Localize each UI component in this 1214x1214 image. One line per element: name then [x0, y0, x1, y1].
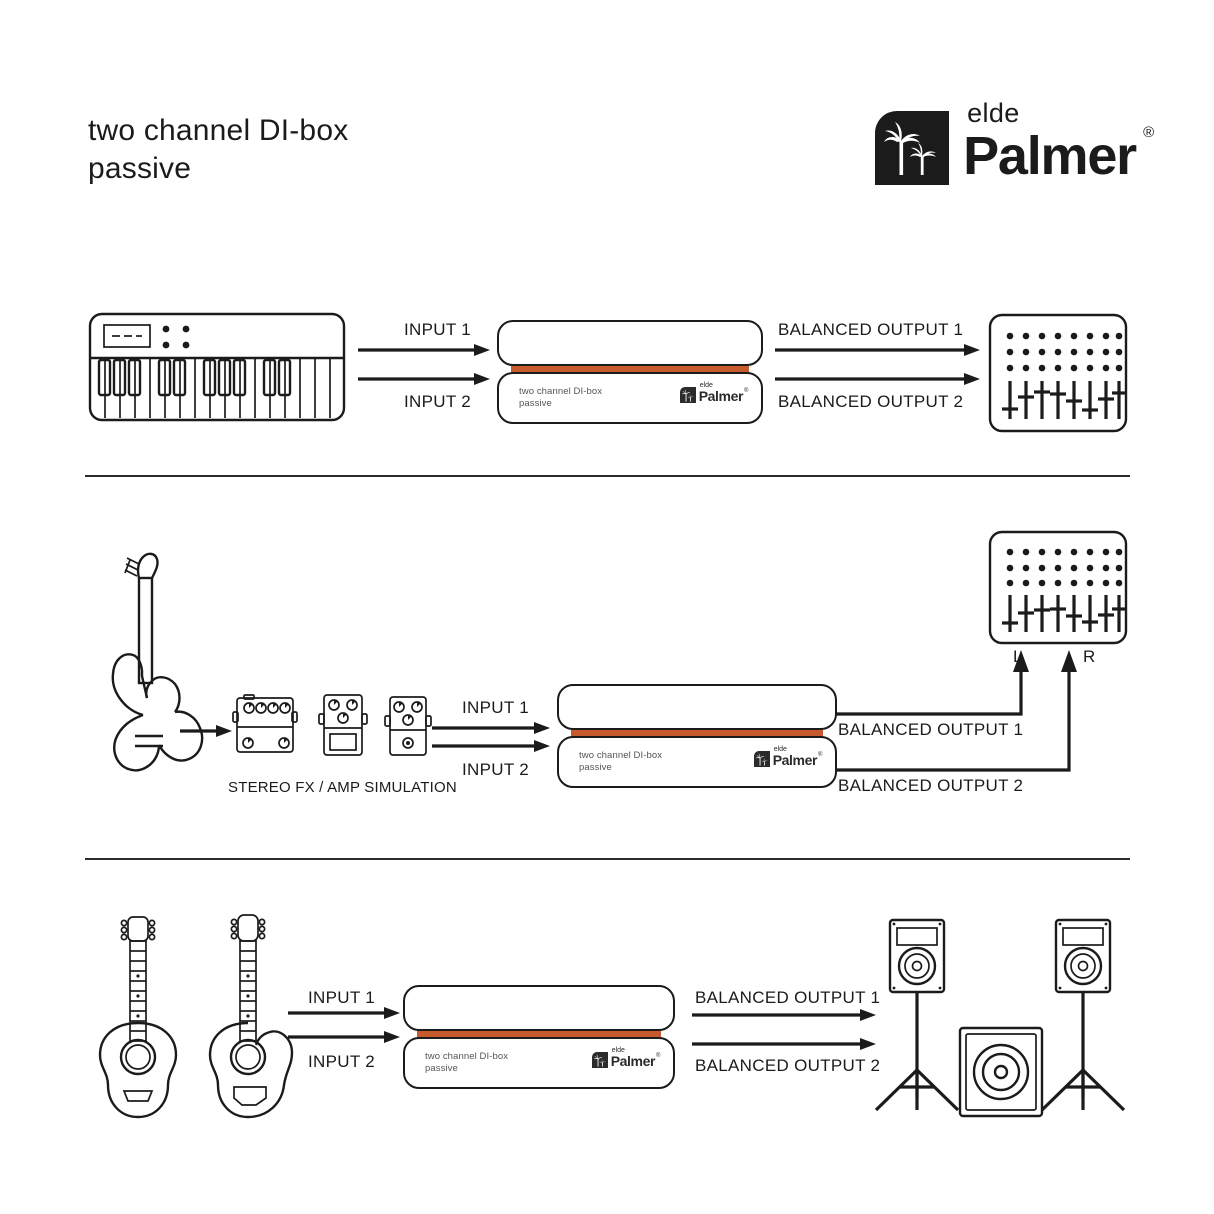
brand-sub-label: elde	[967, 98, 1020, 128]
balanced-output-1-label-row2: BALANCED OUTPUT 1	[838, 720, 1024, 739]
di-box-brand-sub: elde	[611, 1047, 625, 1054]
palm-tree-icon	[753, 751, 770, 767]
di-box-brand-name: Palmer®	[610, 1053, 661, 1069]
acoustic-guitar-icon-2	[196, 905, 304, 1120]
di-box-device-row3: two channel DI-box passive	[403, 985, 675, 1091]
di-box-top-shell	[403, 985, 675, 1031]
section-divider-2	[85, 858, 1130, 860]
registered-mark-icon: ®	[743, 388, 748, 394]
registered-mark-icon: ®	[817, 752, 822, 758]
pa-speaker-left-icon	[862, 918, 972, 1113]
di-box-brand-logo: elde Palmer®	[753, 746, 823, 768]
arrow-input-2-row2	[432, 740, 550, 752]
section-divider-1	[85, 475, 1130, 477]
brand-logo: elde Palmer®	[875, 98, 1154, 186]
input-2-label-row3: INPUT 2	[308, 1052, 375, 1071]
balanced-output-1-label-row3: BALANCED OUTPUT 1	[695, 988, 881, 1007]
di-box-model-label: two channel DI-box passive	[425, 1051, 509, 1074]
balanced-output-2-label-row2: BALANCED OUTPUT 2	[838, 776, 1024, 795]
pedals-caption: STEREO FX / AMP SIMULATION	[228, 779, 457, 796]
fx-pedal-3-icon	[384, 694, 432, 758]
channel-label-right: R	[1083, 647, 1096, 666]
di-box-device-row1: two channel DI-box passive	[497, 320, 763, 426]
di-box-top-shell	[497, 320, 763, 366]
arrow-output-2-row1	[775, 373, 980, 385]
registered-mark-icon: ®	[655, 1053, 660, 1059]
arrow-guitar-to-pedals	[180, 725, 232, 737]
channel-label-left: L	[1013, 647, 1023, 666]
di-box-brand-logo: elde Palmer®	[591, 1047, 661, 1069]
input-1-label-row2: INPUT 1	[462, 698, 529, 717]
arrow-input-1-row1	[358, 344, 490, 356]
balanced-output-1-label-row1: BALANCED OUTPUT 1	[778, 320, 964, 339]
di-box-top-shell	[557, 684, 837, 730]
di-box-brand-wordmark: elde Palmer®	[610, 1047, 661, 1069]
palm-tree-icon	[591, 1052, 608, 1068]
di-box-model-label: two channel DI-box passive	[579, 750, 663, 773]
di-box-brand-wordmark: elde Palmer®	[698, 382, 749, 404]
palm-tree-icon	[875, 111, 950, 185]
di-box-brand-logo: elde Palmer®	[679, 382, 749, 404]
di-box-bottom-shell	[497, 372, 763, 424]
electric-guitar-icon	[85, 540, 220, 780]
di-box-brand-wordmark: elde Palmer®	[772, 746, 823, 768]
brand-wordmark: elde Palmer®	[963, 98, 1154, 186]
input-2-label-row2: INPUT 2	[462, 760, 529, 779]
page-title: two channel DI-box passive	[88, 114, 349, 185]
mixing-console-icon-row1	[988, 313, 1128, 433]
registered-mark-icon: ®	[1143, 124, 1154, 141]
brand-name-label: Palmer®	[963, 124, 1154, 186]
di-box-device-row2: two channel DI-box passive	[557, 684, 837, 794]
arrow-output-1-row3	[692, 1009, 876, 1021]
arrow-input-2-row1	[358, 373, 490, 385]
balanced-output-2-label-row3: BALANCED OUTPUT 2	[695, 1056, 881, 1075]
arrow-input-1-row3	[288, 1007, 400, 1019]
di-box-bottom-shell	[403, 1037, 675, 1089]
di-box-brand-sub: elde	[773, 746, 787, 753]
keyboard-synth-icon	[88, 312, 346, 422]
arrow-output-2-row3	[692, 1038, 876, 1050]
di-box-brand-name: Palmer®	[772, 752, 823, 768]
fx-pedal-1-icon	[232, 694, 298, 756]
stage-monitor-icon	[958, 1026, 1044, 1118]
fx-pedal-2-icon	[318, 692, 368, 758]
di-box-bottom-shell	[557, 736, 837, 788]
arrow-input-2-row3	[288, 1031, 400, 1043]
arrow-input-1-row2	[432, 722, 550, 734]
routing-lines-row2	[836, 648, 1106, 793]
input-1-label-row1: INPUT 1	[404, 320, 471, 339]
di-box-model-label: two channel DI-box passive	[519, 386, 603, 409]
di-box-brand-sub: elde	[699, 382, 713, 389]
palm-tree-icon	[679, 387, 696, 403]
pa-speaker-right-icon	[1028, 918, 1138, 1113]
acoustic-guitar-icon-1	[88, 905, 188, 1120]
di-box-brand-name: Palmer®	[698, 388, 749, 404]
arrow-output-1-row1	[775, 344, 980, 356]
input-1-label-row3: INPUT 1	[308, 988, 375, 1007]
mixing-console-icon-row2	[988, 530, 1128, 645]
input-2-label-row1: INPUT 2	[404, 392, 471, 411]
balanced-output-2-label-row1: BALANCED OUTPUT 2	[778, 392, 964, 411]
